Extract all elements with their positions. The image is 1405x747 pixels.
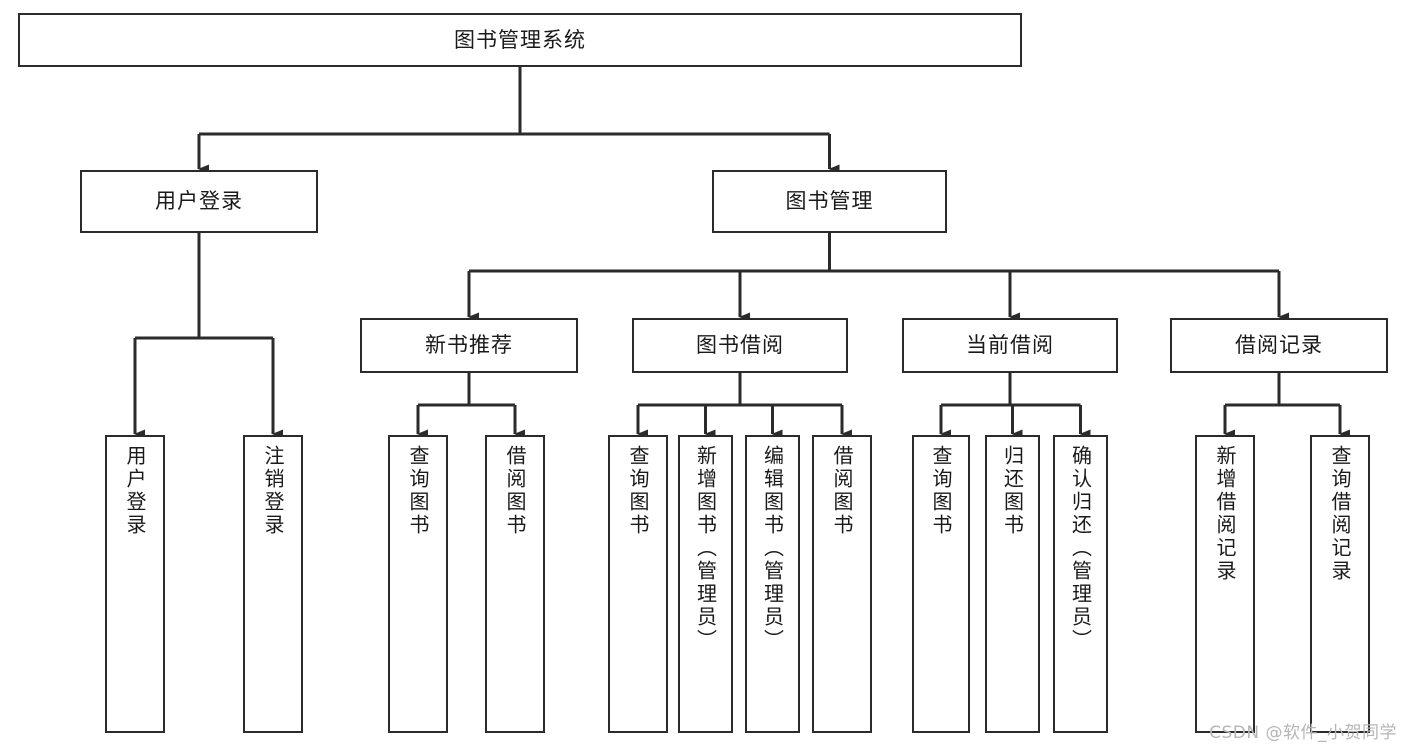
node-label: 用户登录 (123, 445, 147, 537)
node-label: 新书推荐 (425, 333, 513, 358)
node-label: 图书管理 (785, 189, 874, 214)
node-borrow[interactable]: 图书借阅 (632, 318, 848, 373)
node-label: 查询图书 (929, 445, 953, 537)
node-label: 借阅记录 (1235, 333, 1323, 358)
node-leaf-login-1[interactable]: 用户登录 (105, 435, 165, 733)
node-leaf-cur-1[interactable]: 查询图书 (912, 435, 970, 733)
node-newbook[interactable]: 新书推荐 (360, 318, 578, 373)
node-leaf-new-2[interactable]: 借阅图书 (485, 435, 545, 733)
node-current[interactable]: 当前借阅 (902, 318, 1118, 373)
node-label: 确认归还（管理员） (1068, 445, 1093, 652)
node-bookmgmt[interactable]: 图书管理 (712, 170, 947, 233)
node-root[interactable]: 图书管理系统 (18, 13, 1022, 67)
node-leaf-bor-4[interactable]: 借阅图书 (812, 435, 872, 733)
node-label: 借阅图书 (830, 445, 854, 537)
node-label: 编辑图书（管理员） (760, 445, 785, 652)
node-label: 查询图书 (406, 445, 430, 537)
node-label: 查询图书 (626, 445, 650, 537)
node-label: 图书借阅 (696, 333, 784, 358)
node-label: 借阅图书 (503, 445, 527, 537)
node-leaf-bor-1[interactable]: 查询图书 (608, 435, 668, 733)
node-login[interactable]: 用户登录 (80, 170, 318, 233)
node-label: 查询借阅记录 (1328, 445, 1352, 583)
node-leaf-new-1[interactable]: 查询图书 (388, 435, 448, 733)
node-label: 图书管理系统 (454, 27, 586, 52)
node-leaf-rec-2[interactable]: 查询借阅记录 (1310, 435, 1370, 733)
node-label: 新增图书（管理员） (693, 445, 718, 652)
node-leaf-cur-3[interactable]: 确认归还（管理员） (1053, 435, 1108, 733)
node-label: 当前借阅 (966, 333, 1054, 358)
node-label: 用户登录 (155, 189, 243, 214)
watermark: CSDN @软件_小贺同学 (1209, 723, 1397, 743)
node-leaf-bor-3[interactable]: 编辑图书（管理员） (745, 435, 800, 733)
node-leaf-rec-1[interactable]: 新增借阅记录 (1195, 435, 1255, 733)
node-label: 新增借阅记录 (1213, 445, 1237, 583)
node-leaf-login-2[interactable]: 注销登录 (243, 435, 303, 733)
node-label: 归还图书 (1000, 445, 1025, 537)
node-leaf-bor-2[interactable]: 新增图书（管理员） (678, 435, 733, 733)
node-leaf-cur-2[interactable]: 归还图书 (985, 435, 1040, 733)
node-records[interactable]: 借阅记录 (1170, 318, 1388, 373)
node-label: 注销登录 (261, 445, 285, 537)
